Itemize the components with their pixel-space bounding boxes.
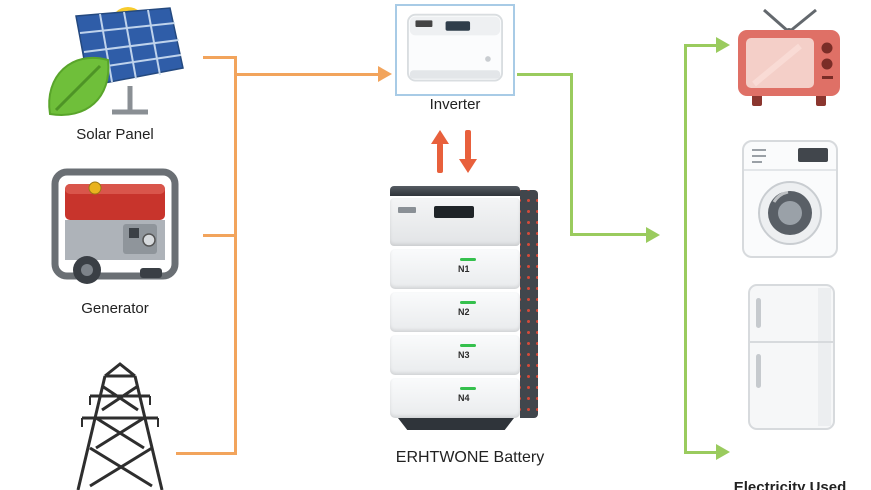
battery-module-label: N2	[458, 307, 470, 317]
solar-panel-icon	[48, 7, 184, 116]
battery-brand-logo	[398, 207, 416, 213]
solar-panel-label: Solar Panel	[76, 126, 154, 143]
battery-led-icon	[460, 387, 476, 390]
battery-base	[398, 418, 514, 430]
battery-top-cap	[390, 186, 520, 196]
battery-led-icon	[460, 344, 476, 347]
bus-to-inverter-line	[234, 73, 378, 76]
generator-icon	[51, 168, 179, 284]
battery-module-label: N1	[458, 264, 470, 274]
battery-module-n2: N2	[390, 292, 520, 332]
transmission-tower-icon	[76, 362, 164, 490]
solar-to-bus-line	[203, 56, 237, 59]
bus-to-fridge-line	[684, 451, 718, 454]
battery-led-icon	[460, 258, 476, 261]
washing-machine-icon	[742, 140, 838, 258]
battery-display	[434, 206, 474, 218]
inverter-icon	[407, 13, 503, 82]
battery-to-inverter-arrowhead	[431, 130, 449, 144]
tower-to-bus-line	[176, 452, 237, 455]
battery-connector-strip	[520, 190, 538, 418]
inverter-to-loads-line	[570, 233, 648, 236]
inverter-box	[395, 4, 515, 96]
refrigerator-icon	[748, 284, 835, 430]
bus-to-inverter-arrowhead	[378, 66, 392, 82]
generator-label: Generator	[81, 300, 149, 317]
inverter-to-loads-arrowhead	[646, 227, 660, 243]
load-bus-line	[684, 44, 687, 454]
battery-module-n3: N3	[390, 335, 520, 375]
battery-module-n4: N4	[390, 378, 520, 418]
inverter-to-battery-shaft	[465, 130, 471, 160]
bus-to-tv-arrowhead	[716, 37, 730, 53]
bus-to-tv-line	[684, 44, 718, 47]
inverter-out-line	[517, 73, 573, 76]
inverter-out-elbow	[570, 73, 573, 236]
generator-to-bus-line	[203, 234, 237, 237]
battery-module-label: N4	[458, 393, 470, 403]
battery-led-icon	[460, 301, 476, 304]
inverter-to-battery-arrowhead	[459, 159, 477, 173]
battery-front: N1 N2 N3 N4	[390, 186, 520, 418]
inverter-label: Inverter	[429, 96, 481, 113]
battery-to-inverter-shaft	[437, 143, 443, 173]
tv-icon	[738, 8, 840, 106]
bus-to-fridge-arrowhead	[716, 444, 730, 460]
battery-module-n1: N1	[390, 249, 520, 289]
battery-module-label: N3	[458, 350, 470, 360]
battery-label: ERHTWONE Battery	[395, 449, 545, 466]
battery-controller-module	[390, 198, 520, 246]
source-bus-line	[234, 56, 237, 455]
appliances-label: Electricity Used	[733, 479, 847, 490]
battery-stack-icon: N1 N2 N3 N4	[390, 186, 538, 432]
